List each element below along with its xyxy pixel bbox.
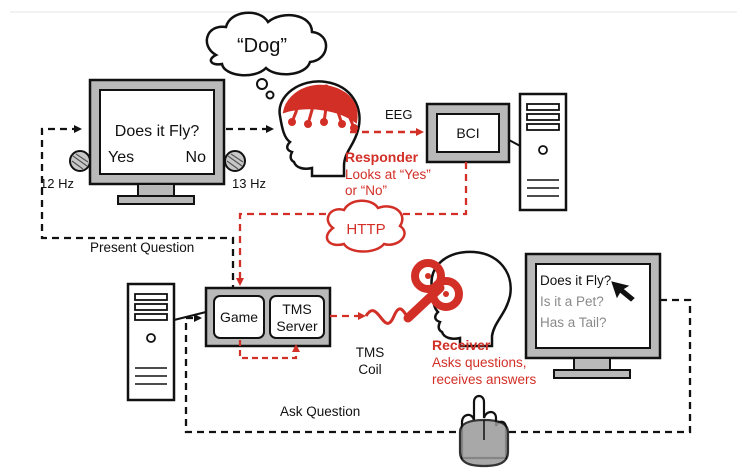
receiver-head-icon — [430, 250, 512, 348]
left-monitor-question: Does it Fly? — [115, 123, 200, 140]
bci-label: BCI — [456, 125, 479, 141]
right-monitor: Does it Fly? Is it a Pet? Has a Tail? — [524, 252, 662, 379]
question-option-2[interactable]: Is it a Pet? — [540, 294, 604, 309]
yes-option: Yes — [108, 149, 134, 166]
tms-server-line1: TMS — [282, 301, 312, 317]
right-frequency-label: 13 Hz — [232, 176, 266, 191]
thought-word: “Dog” — [237, 35, 287, 57]
receiver-line2: receives answers — [432, 372, 537, 387]
no-option: No — [186, 149, 207, 166]
present-question-label: Present Question — [90, 240, 194, 255]
receiver-title: Receiver — [432, 337, 491, 353]
game-to-server-arrow — [238, 340, 300, 360]
game-label: Game — [220, 309, 258, 325]
computer-tower-icon — [518, 92, 568, 212]
left-frequency-label: 12 Hz — [40, 176, 74, 191]
receiver-line1: Asks questions, — [432, 355, 527, 370]
thought-bubble: “Dog” — [205, 11, 328, 100]
present-question-loop — [40, 125, 235, 292]
cursor-icon — [611, 281, 635, 302]
left-monitor: Does it Fly? Yes No — [88, 78, 226, 205]
http-label: HTTP — [346, 221, 385, 238]
tms-coil-line2: Coil — [358, 362, 381, 377]
tms-server-line2: Server — [276, 318, 318, 334]
question-option-3[interactable]: Has a Tail? — [540, 315, 607, 330]
game-server-unit: Game TMS Server — [204, 286, 332, 348]
hand-mouse-icon — [458, 394, 510, 468]
eeg-label: EEG — [385, 107, 412, 122]
flicker-left-icon — [69, 150, 91, 172]
question-option-1[interactable]: Does it Fly? — [540, 273, 611, 288]
flicker-right-icon — [224, 150, 246, 172]
coil-cable — [364, 307, 410, 325]
tms-coil-line1: TMS — [356, 345, 385, 360]
computer-tower-icon — [126, 282, 176, 402]
http-cloud: HTTP — [325, 199, 406, 253]
responder-line2: or “No” — [345, 183, 387, 198]
ask-question-loop — [184, 298, 692, 434]
tms-coil-icon — [403, 259, 463, 323]
http-path — [236, 162, 468, 286]
ask-question-label: Ask Question — [280, 404, 360, 419]
responder-line1: Looks at “Yes” — [345, 167, 431, 182]
responder-head-icon — [278, 80, 361, 178]
bci-unit: BCI — [425, 102, 511, 164]
responder-title: Responder — [345, 149, 419, 165]
